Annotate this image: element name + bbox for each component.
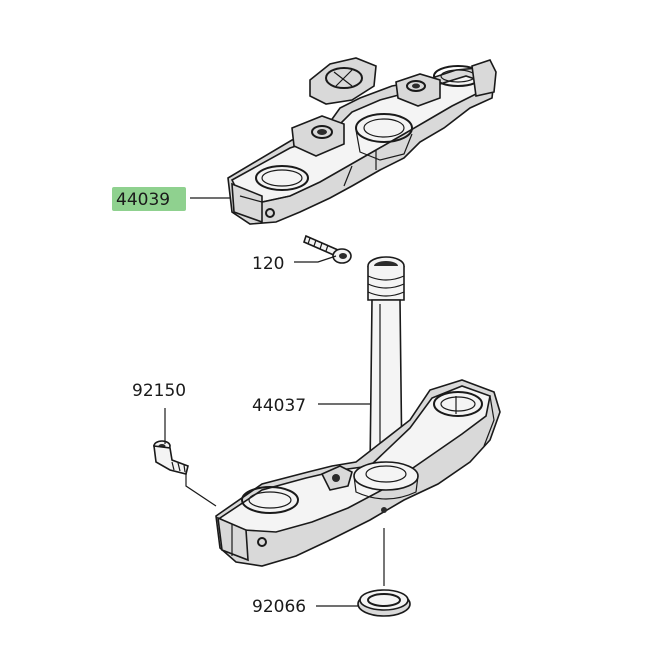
- leader-92150-b: [185, 472, 217, 507]
- lower-triple-clamp[interactable]: [215, 379, 501, 567]
- label-120[interactable]: 120: [252, 254, 284, 274]
- highlight-44039: [112, 187, 186, 211]
- upper-triple-clamp[interactable]: [227, 57, 497, 225]
- leader-120: [294, 255, 337, 263]
- leader-lines: [164, 197, 385, 607]
- bolt-92150[interactable]: [153, 440, 189, 475]
- label-44039[interactable]: 44039: [116, 190, 170, 210]
- label-92066[interactable]: 92066: [252, 597, 306, 617]
- label-92150[interactable]: 92150: [132, 381, 186, 401]
- label-44037[interactable]: 44037: [252, 396, 306, 416]
- steering-stem[interactable]: [367, 256, 405, 471]
- dust-seal-92066[interactable]: [357, 589, 411, 617]
